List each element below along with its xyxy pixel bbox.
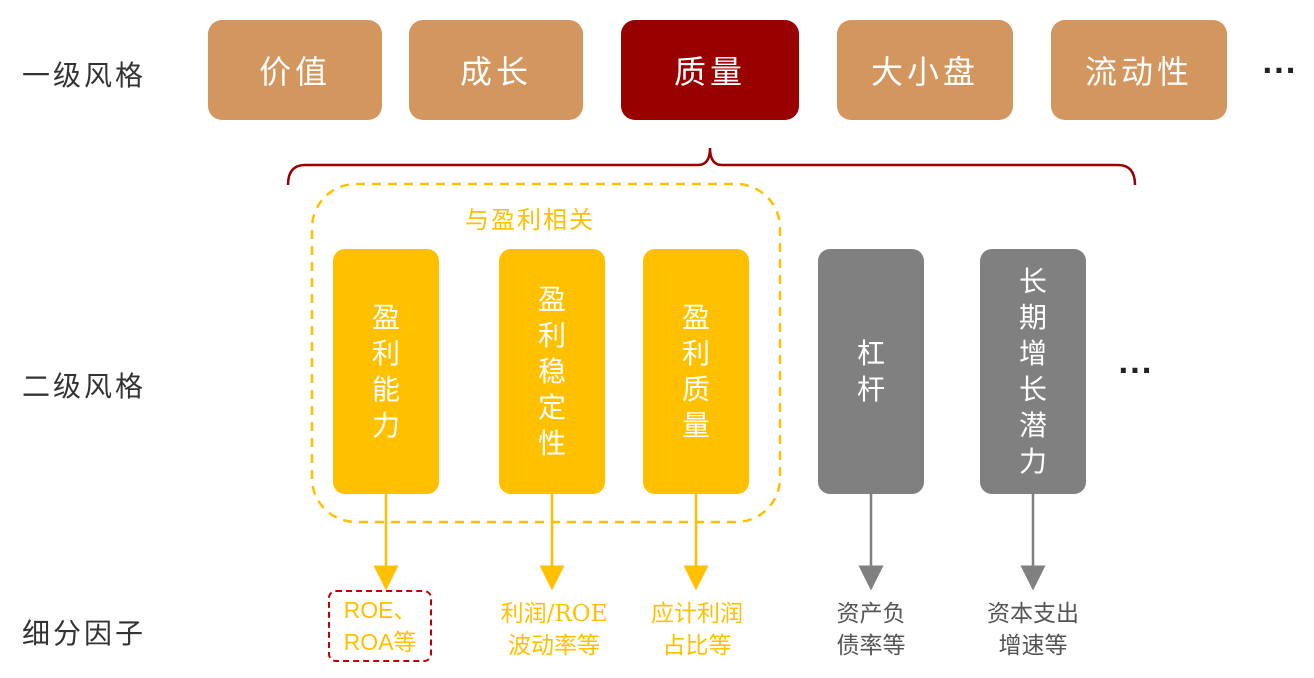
vertical-char: 潜 xyxy=(1018,408,1047,442)
factor-accrual-ratio-line2: 占比等 xyxy=(662,633,732,659)
level1-ellipsis: ··· xyxy=(1262,54,1297,87)
factor-accrual-ratio: 应计利润 占比等 xyxy=(638,598,756,662)
level2-leverage: 杠杆 xyxy=(818,249,924,494)
factor-profit-volatility-line2: 波动率等 xyxy=(508,633,600,659)
vertical-char: 盈 xyxy=(537,282,566,316)
vertical-char: 长 xyxy=(1018,264,1047,298)
factor-debt-ratio: 资产负 债率等 xyxy=(816,598,926,662)
level2-profitability: 盈利能力 xyxy=(333,249,439,494)
vertical-char: 增 xyxy=(1018,336,1047,370)
vertical-char: 量 xyxy=(681,408,710,442)
vertical-char: 盈 xyxy=(681,300,710,334)
vertical-char: 杆 xyxy=(856,372,885,406)
level1-growth: 成长 xyxy=(409,20,583,120)
vertical-char: 能 xyxy=(371,372,400,406)
factor-accrual-ratio-line1: 应计利润 xyxy=(651,601,743,627)
level2-profit-stability: 盈利稳定性 xyxy=(499,249,605,494)
vertical-char: 杠 xyxy=(856,336,885,370)
row-label-factors: 细分因子 xyxy=(22,617,147,650)
vertical-char: 利 xyxy=(537,318,566,352)
factor-profit-volatility-line1: 利润/ROE xyxy=(500,601,608,627)
level2-earnings-quality: 盈利质量 xyxy=(643,249,749,494)
vertical-char: 力 xyxy=(1018,444,1047,478)
vertical-char: 期 xyxy=(1018,300,1047,334)
level1-quality: 质量 xyxy=(621,20,799,120)
vertical-char: 质 xyxy=(681,372,710,406)
factor-roe-roa-line2: ROA等 xyxy=(343,629,417,655)
level2-long-term-growth: 长期增长潜力 xyxy=(980,249,1086,494)
level2-ellipsis: ··· xyxy=(1118,354,1153,387)
vertical-char: 盈 xyxy=(371,300,400,334)
factor-debt-ratio-line1: 资产负 xyxy=(836,601,906,627)
factor-profit-volatility: 利润/ROE 波动率等 xyxy=(490,598,618,662)
vertical-char: 定 xyxy=(537,390,566,424)
factor-capex-growth-line2: 增速等 xyxy=(998,633,1068,659)
vertical-char: 稳 xyxy=(537,354,566,388)
row-label-level1: 一级风格 xyxy=(22,59,147,92)
level1-size: 大小盘 xyxy=(837,20,1013,120)
vertical-char: 性 xyxy=(537,426,566,460)
level1-liquidity: 流动性 xyxy=(1051,20,1227,120)
factor-roe-roa-line1: ROE、 xyxy=(343,597,417,623)
factor-capex-growth-line1: 资本支出 xyxy=(987,601,1079,627)
vertical-char: 长 xyxy=(1018,372,1047,406)
vertical-char: 利 xyxy=(681,336,710,370)
vertical-char: 力 xyxy=(371,408,400,442)
brace-quality xyxy=(286,147,1137,186)
factor-roe-roa: ROE、 ROA等 xyxy=(328,590,432,662)
profit-group-label: 与盈利相关 xyxy=(465,206,595,234)
factor-capex-growth: 资本支出 增速等 xyxy=(972,598,1094,662)
vertical-char: 利 xyxy=(371,336,400,370)
row-label-level2: 二级风格 xyxy=(22,370,147,403)
factor-debt-ratio-line2: 债率等 xyxy=(836,633,906,659)
level1-value: 价值 xyxy=(208,20,382,120)
